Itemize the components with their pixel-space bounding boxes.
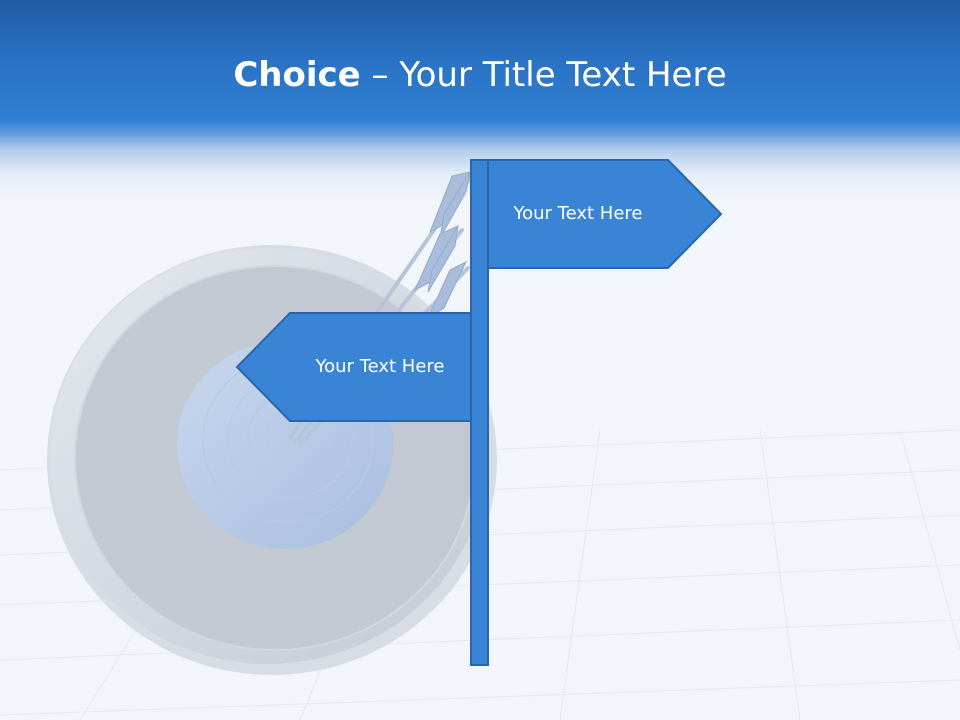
left-sign-shape [235,312,472,422]
right-sign-shape [487,159,723,269]
title-rest: Your Title Text Here [399,55,727,95]
left-sign-text[interactable]: Your Text Here [315,356,445,377]
title-dash: – [360,55,400,95]
signpost-icon [235,159,723,666]
title-bold: Choice [233,55,361,95]
right-sign-text[interactable]: Your Text Here [513,203,643,224]
slide-title[interactable]: Choice – Your Title Text Here [0,50,960,100]
